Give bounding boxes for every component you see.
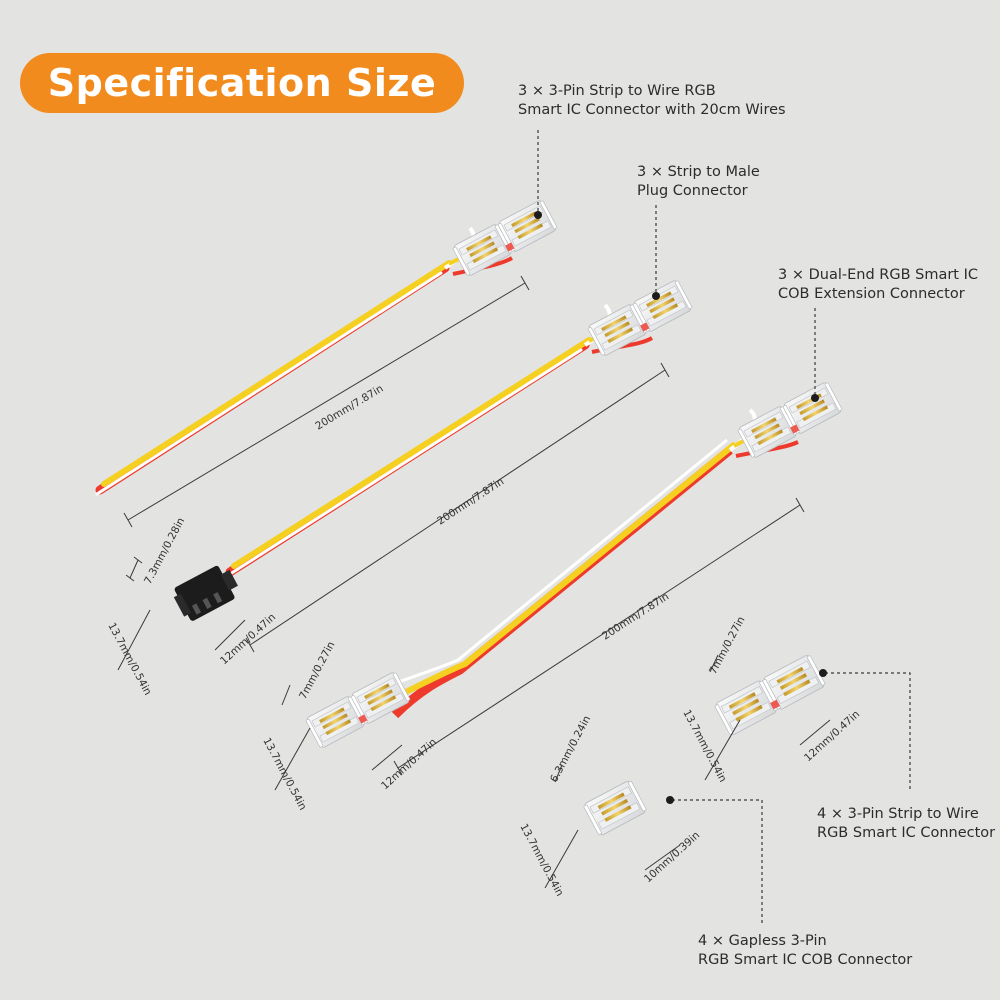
male-plug [173,565,238,621]
callout-line: 4 × Gapless 3-Pin [698,933,827,949]
extension-connector-far [737,381,843,459]
callout-line: 4 × 3-Pin Strip to Wire [817,806,979,822]
callout-strip-to-wire-20cm: 3 × 3-Pin Strip to Wire RGB Smart IC Con… [518,82,786,120]
title-badge: Specification Size [20,53,464,113]
dim-ext-width: 13.7mm/0.54in [260,736,308,813]
callout-line: Plug Connector [637,183,748,199]
dim-plug-height: 7.3mm/0.28in [142,516,187,587]
wire-bundle-1 [95,226,514,496]
dim-gapless-depth: 10mm/0.39in [642,829,702,885]
dim-wire-length-1: 200mm/7.87in [313,383,385,433]
strip-to-plug-connector [587,279,693,357]
wire-bundle-2 [225,303,654,578]
dim-gapless-width: 13.7mm/0.54in [517,822,565,899]
extension-connector-near [305,671,411,749]
dim-s2w-height: 7mm/0.27in [707,615,747,677]
callout-strip-to-wire-4x: 4 × 3-Pin Strip to Wire RGB Smart IC Con… [817,805,995,843]
callout-line: RGB Smart IC COB Connector [698,952,913,968]
callout-dual-end-extension: 3 × Dual-End RGB Smart IC COB Extension … [778,266,978,304]
gapless-connector [582,778,648,838]
strip-to-wire-connector-1 [452,199,558,277]
callout-line: Smart IC Connector with 20cm Wires [518,102,786,118]
callout-strip-to-male-plug: 3 × Strip to Male Plug Connector [637,163,760,201]
title-text: Specification Size [47,61,437,105]
dim-gapless-height: 6.3mm/0.24in [548,714,593,785]
dimension-lines [117,275,831,889]
wire-bundle-3 [374,408,799,719]
callout-line: RGB Smart IC Connector [817,825,996,841]
dim-wire-length-3: 200mm/7.87in [600,591,671,643]
dim-ext-depth: 12mm/0.47in [379,736,439,792]
callout-line: COB Extension Connector [778,286,965,302]
strip-to-wire-connector-loose [714,654,826,736]
callout-line: 3 × Strip to Male [637,164,760,180]
dim-plug-width: 13.7mm/0.54in [105,621,153,698]
callout-dots [534,211,827,804]
dim-wire-length-2: 200mm/7.87in [435,476,506,528]
callout-gapless: 4 × Gapless 3-Pin RGB Smart IC COB Conne… [698,932,912,970]
callout-line: 3 × Dual-End RGB Smart IC [778,267,978,283]
callout-line: 3 × 3-Pin Strip to Wire RGB [518,83,716,99]
dim-ext-height: 7mm/0.27in [297,640,337,702]
dim-plug-depth: 12mm/0.47in [218,611,278,667]
callout-leaders [537,130,911,925]
